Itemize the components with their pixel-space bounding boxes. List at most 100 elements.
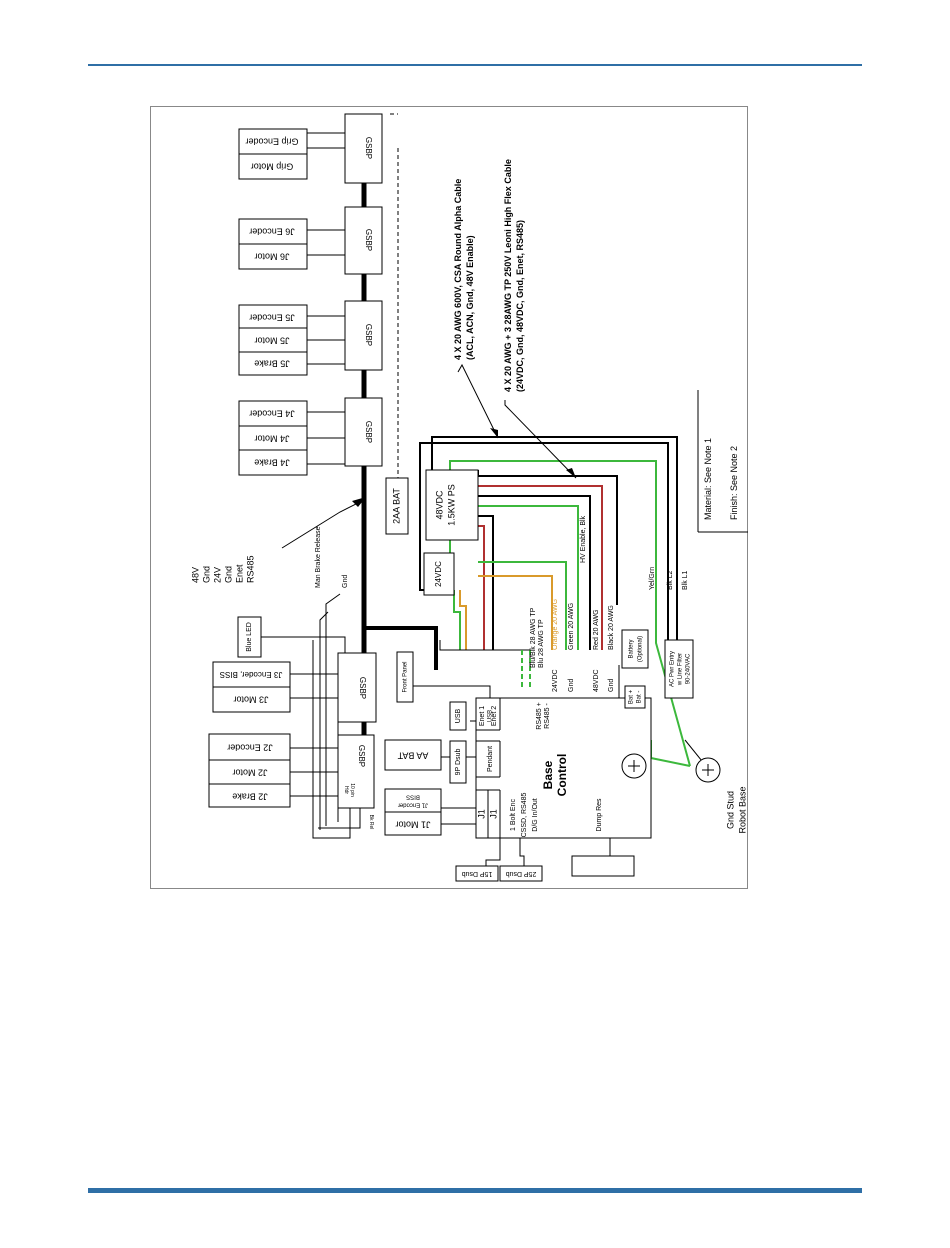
gsbp-j5: GSBP — [344, 300, 383, 371]
svg-text:Control: Control — [555, 754, 569, 797]
gsbp-grip: GSBP — [344, 113, 383, 184]
svg-text:RS485 +: RS485 + — [536, 702, 543, 729]
aa-bat-box: AA BAT — [384, 739, 442, 771]
svg-text:CSSD, RS485: CSSD, RS485 — [521, 793, 528, 838]
j2-stack: J2 Encoder J2 Motor J2 Brake — [208, 733, 291, 808]
svg-text:Blk L1: Blk L1 — [682, 570, 689, 590]
svg-text:w Line Filter: w Line Filter — [678, 653, 684, 686]
svg-text:48VDC: 48VDC — [593, 669, 600, 692]
thin-wires — [261, 132, 707, 870]
svg-text:24VDC: 24VDC — [552, 669, 559, 692]
svg-text:GSBP: GSBP — [357, 745, 366, 767]
svg-text:USB: USB — [455, 708, 462, 723]
svg-text:Dump Res: Dump Res — [596, 798, 603, 832]
header-rule — [88, 64, 862, 66]
blue-led-box: Blue LED — [237, 616, 262, 658]
usb-box: USB — [449, 701, 467, 731]
svg-text:J5 Encoder: J5 Encoder — [249, 313, 295, 323]
svg-text:RS485 -: RS485 - — [544, 702, 551, 728]
svg-text:Gnd: Gnd — [223, 566, 233, 583]
svg-text:Orange 20 AWG: Orange 20 AWG — [552, 599, 559, 650]
svg-text:D/G In/Out: D/G In/Out — [532, 798, 539, 832]
robot-base-label: Robot Base — [737, 786, 747, 833]
svg-text:J3 Encoder, BISS: J3 Encoder, BISS — [220, 670, 283, 679]
svg-text:9P Dsub: 9P Dsub — [455, 749, 462, 776]
svg-text:Blue LED: Blue LED — [246, 622, 253, 652]
bat-2aa-box: 2AA BAT — [385, 477, 409, 535]
svg-text:Gnd: Gnd — [201, 566, 211, 583]
svg-text:J4 Motor: J4 Motor — [254, 434, 289, 444]
svg-text:15P Dsub: 15P Dsub — [462, 870, 493, 877]
gsbp-j3: GSBP — [337, 652, 377, 723]
j4-stack: J4 Encoder J4 Motor J4 Brake — [238, 400, 308, 476]
svg-text:(Optional): (Optional) — [638, 636, 644, 662]
dsub9-box: 9P Dsub — [449, 740, 467, 784]
wire-labels: Blu/Blk 28 AWG TP Blu 28 AWG TP 24VDC Or… — [530, 515, 689, 692]
svg-text:(24VDC, Gnd, 48VDC, Gnd, Enet,: (24VDC, Gnd, 48VDC, Gnd, Enet, RS485) — [515, 220, 525, 392]
svg-text:Hdr: Hdr — [343, 786, 349, 794]
dsub25-box: 25P Dsub — [499, 865, 543, 882]
svg-text:J1 Encoder: J1 Encoder — [398, 801, 428, 807]
svg-text:HV Enable, Blk: HV Enable, Blk — [580, 515, 587, 563]
svg-text:J4 Brake: J4 Brake — [254, 458, 290, 468]
svg-text:GSBP: GSBP — [364, 324, 373, 346]
svg-text:J3 Motor: J3 Motor — [233, 695, 268, 705]
svg-text:90-240VAC: 90-240VAC — [686, 653, 692, 684]
svg-text:J6 Motor: J6 Motor — [254, 252, 289, 262]
gnd-stud-icon — [695, 757, 721, 783]
svg-text:Blk L2: Blk L2 — [667, 570, 674, 590]
svg-text:Grip Encoder: Grip Encoder — [245, 137, 298, 147]
svg-text:48VDC: 48VDC — [434, 490, 444, 520]
svg-text:Green 20 AWG: Green 20 AWG — [568, 603, 575, 650]
svg-text:Material: See Note 1: Material: See Note 1 — [703, 438, 713, 520]
svg-text:GSBP: GSBP — [364, 137, 373, 159]
dsub15-box: 15P Dsub — [455, 865, 499, 882]
svg-text:2AA BAT: 2AA BAT — [391, 488, 401, 524]
svg-text:Blu 28 AWG TP: Blu 28 AWG TP — [538, 619, 545, 668]
notes-box: Material: See Note 1 Finish: See Note 2 — [697, 390, 748, 533]
svg-text:10 pin: 10 pin — [349, 783, 355, 797]
gnd-label: Gnd — [342, 575, 349, 588]
j5-stack: J5 Encoder J5 Motor J5 Brake — [238, 304, 308, 376]
svg-text:Finish: See Note 2: Finish: See Note 2 — [729, 446, 739, 520]
svg-text:Black 20 AWG: Black 20 AWG — [608, 605, 615, 650]
svg-text:J2 Motor: J2 Motor — [232, 768, 267, 778]
ground-icon — [621, 753, 647, 779]
svg-text:(ACL, ACN, Gnd, 48V Enable): (ACL, ACN, Gnd, 48V Enable) — [465, 235, 475, 360]
svg-text:1 Bolt Enc: 1 Bolt Enc — [510, 799, 517, 831]
svg-text:GSBP: GSBP — [364, 229, 373, 251]
svg-text:Grip Motor: Grip Motor — [251, 162, 294, 172]
ps24-box: 24VDC — [423, 552, 455, 596]
svg-text:4 X 20 AWG + 3 28AWG TP 250V L: 4 X 20 AWG + 3 28AWG TP 250V Leoni High … — [503, 159, 513, 392]
svg-text:J2 Brake: J2 Brake — [232, 792, 268, 802]
arrow-icon — [490, 428, 498, 438]
svg-text:J2 Encoder: J2 Encoder — [227, 743, 273, 753]
svg-text:J1: J1 — [488, 809, 498, 819]
svg-text:1.5KW PS: 1.5KW PS — [446, 484, 456, 526]
svg-text:J1: J1 — [476, 809, 486, 819]
svg-text:Gnd: Gnd — [568, 679, 575, 692]
bk-rel-label: Bk Rel — [368, 815, 374, 830]
ps48-box: 48VDC 1.5KW PS — [425, 469, 479, 541]
svg-text:4 X 20 AWG 600V, CSA Round Alp: 4 X 20 AWG 600V, CSA Round Alpha Cable — [453, 179, 463, 360]
gsbp-j6: GSBP — [344, 206, 383, 275]
svg-text:J6 Encoder: J6 Encoder — [249, 227, 295, 237]
svg-text:Battery: Battery — [629, 639, 635, 658]
front-panel-box: Front Panel — [396, 651, 414, 703]
svg-text:J5 Brake: J5 Brake — [254, 359, 290, 369]
svg-text:Red 20 AWG: Red 20 AWG — [593, 609, 600, 650]
svg-text:GSBP: GSBP — [364, 421, 373, 443]
svg-text:J1 Motor: J1 Motor — [395, 820, 430, 830]
svg-text:Base: Base — [541, 760, 555, 789]
gsbp-j4: GSBP — [344, 397, 383, 467]
svg-text:BISS: BISS — [406, 793, 420, 799]
svg-text:Bat +: Bat + — [629, 689, 635, 704]
gnd-stud-label: Gnd Stud — [725, 791, 735, 829]
svg-text:24VDC: 24VDC — [434, 561, 443, 587]
svg-text:Pendant: Pendant — [487, 746, 494, 772]
bus-labels: 48V Gnd 24V Gnd Enet RS485 — [190, 555, 255, 583]
svg-text:J5 Motor: J5 Motor — [254, 336, 289, 346]
dump-res-box — [571, 855, 635, 877]
base-control: USB Enet 1 Enet 2 Pendant J1 J1 1 Bolt E… — [475, 685, 652, 839]
man-brake-label: Man Brake Release — [315, 526, 322, 588]
